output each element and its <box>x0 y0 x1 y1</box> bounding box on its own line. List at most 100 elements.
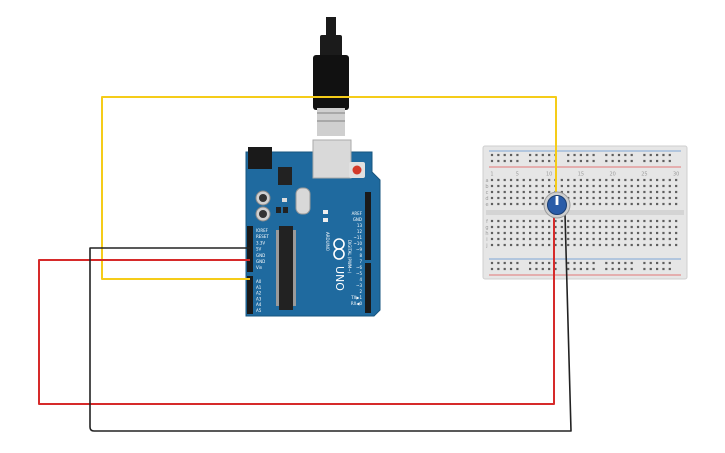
breadboard-hole <box>656 202 659 206</box>
breadboard-hole <box>516 190 519 194</box>
breadboard-hole <box>592 190 595 194</box>
breadboard-hole <box>611 196 614 200</box>
breadboard-hole <box>554 261 557 265</box>
breadboard-hole <box>541 231 544 235</box>
breadboard-hole <box>668 231 671 235</box>
breadboard-hole <box>630 219 633 223</box>
breadboard-hole <box>656 243 659 247</box>
breadboard-hole <box>611 184 614 188</box>
breadboard-hole <box>630 267 633 271</box>
column-number: 1 <box>490 172 493 178</box>
breadboard-hole <box>668 196 671 200</box>
breadboard-hole <box>560 231 563 235</box>
pin-label: A3 <box>256 296 262 301</box>
pin-label: ~3 <box>356 283 362 288</box>
breadboard-hole <box>598 237 602 241</box>
breadboard-hole <box>630 196 633 200</box>
breadboard-hole <box>529 261 532 265</box>
breadboard-hole <box>535 231 538 235</box>
breadboard-hole <box>662 237 665 241</box>
breadboard-hole <box>636 237 640 241</box>
breadboard-hole <box>675 184 678 188</box>
breadboard-hole <box>509 237 513 241</box>
breadboard-hole <box>541 196 544 200</box>
breadboard-hole <box>560 190 563 194</box>
breadboard-hole <box>535 178 538 182</box>
breadboard-hole <box>592 261 595 265</box>
breadboard-hole <box>522 231 525 235</box>
wire-yellow[interactable] <box>101 96 557 280</box>
breadboard-hole <box>509 159 513 163</box>
breadboard-hole <box>541 261 544 265</box>
breadboard-hole <box>643 267 646 271</box>
breadboard-hole <box>554 219 557 223</box>
breadboard-hole <box>579 225 582 229</box>
breadboard-hole <box>675 196 678 200</box>
breadboard-hole <box>573 202 576 206</box>
breadboard-hole <box>509 231 513 235</box>
breadboard-hole <box>611 237 614 241</box>
arduino-uno-board[interactable]: ARDUINO UNO DIGITAL (PWM~) IOREFRESET3.3… <box>245 139 381 317</box>
breadboard-hole <box>586 267 589 271</box>
usb-cable[interactable] <box>313 17 349 136</box>
breadboard-hole <box>541 190 544 194</box>
breadboard-hole <box>567 153 570 157</box>
breadboard-hole <box>548 261 551 265</box>
breadboard-hole <box>579 153 582 157</box>
breadboard-hole <box>611 190 614 194</box>
breadboard-hole <box>668 190 671 194</box>
breadboard-hole <box>503 190 506 194</box>
pin-label: 4 <box>359 277 362 282</box>
breadboard-hole <box>649 202 652 206</box>
breadboard-hole <box>656 267 659 271</box>
breadboard-hole <box>643 190 646 194</box>
breadboard-hole <box>503 237 506 241</box>
breadboard-hole <box>573 196 576 200</box>
breadboard-hole <box>611 202 614 206</box>
breadboard-hole <box>497 153 500 157</box>
breadboard-hole <box>516 231 519 235</box>
breadboard-hole <box>605 202 608 206</box>
potentiometer[interactable] <box>543 191 571 219</box>
breadboard-hole <box>649 178 652 182</box>
pin-label: 2 <box>359 289 362 294</box>
breadboard-hole <box>567 267 570 271</box>
breadboard-hole <box>579 219 582 223</box>
breadboard-hole <box>636 243 640 247</box>
breadboard-hole <box>586 184 589 188</box>
column-number: 10 <box>546 172 552 178</box>
wire-black[interactable] <box>89 213 572 432</box>
row-letter: j <box>485 243 487 249</box>
pin-label: RX◀0 <box>351 301 363 306</box>
breadboard-hole <box>522 219 525 223</box>
breadboard-hole <box>605 184 608 188</box>
pin-label: GND <box>256 253 265 258</box>
pin-label: A2 <box>256 291 262 296</box>
breadboard-hole <box>611 267 614 271</box>
breadboard-hole <box>656 159 659 163</box>
breadboard-hole <box>656 184 659 188</box>
arduino-logo: ARDUINO UNO DIGITAL (PWM~) <box>325 232 352 291</box>
breadboard-hole <box>643 225 646 229</box>
breadboard-hole <box>624 267 627 271</box>
breadboard-hole <box>662 219 665 223</box>
breadboard-hole <box>522 184 525 188</box>
digital-header-label: DIGITAL (PWM~) <box>347 240 352 274</box>
breadboard-hole <box>630 225 633 229</box>
breadboard-hole <box>535 159 538 163</box>
breadboard-hole <box>573 267 576 271</box>
breadboard-hole <box>522 237 525 241</box>
breadboard-hole <box>529 243 532 247</box>
breadboard-hole <box>490 243 494 247</box>
breadboard-hole <box>617 261 621 265</box>
pin-label: 8 <box>359 253 362 258</box>
breadboard-hole <box>490 153 494 157</box>
breadboard-hole <box>586 202 589 206</box>
breadboard-hole <box>630 261 633 265</box>
breadboard-hole <box>586 261 589 265</box>
breadboard-hole <box>592 159 595 163</box>
breadboard-hole <box>535 219 538 223</box>
